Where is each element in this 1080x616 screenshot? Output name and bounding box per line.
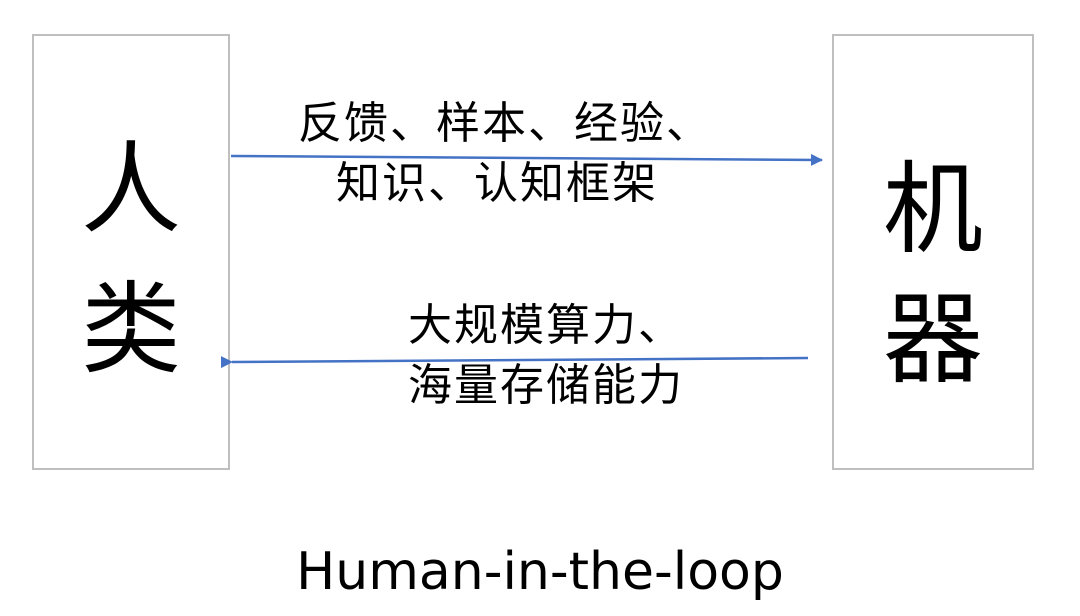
human-to-machine-text-line-2: 知识、认知框架 bbox=[336, 158, 658, 209]
arrow-human-to-machine bbox=[230, 153, 823, 166]
human-to-machine-text-line-1: 反馈、样本、经验、 bbox=[298, 98, 712, 149]
human-label-char-2: 类 bbox=[81, 271, 181, 388]
diagram-caption: Human-in-the-loop bbox=[296, 542, 784, 602]
arrow-machine-to-human bbox=[220, 356, 809, 369]
machine-to-human-text-line-1: 大规模算力、 bbox=[408, 300, 684, 351]
human-box: 人 类 bbox=[32, 34, 230, 470]
machine-to-human-text-line-2: 海量存储能力 bbox=[408, 360, 684, 411]
machine-label-char-2: 器 bbox=[883, 281, 983, 398]
machine-label-char-1: 机 bbox=[883, 151, 983, 268]
machine-box: 机 器 bbox=[832, 34, 1034, 470]
human-label-char-1: 人 bbox=[81, 131, 181, 248]
